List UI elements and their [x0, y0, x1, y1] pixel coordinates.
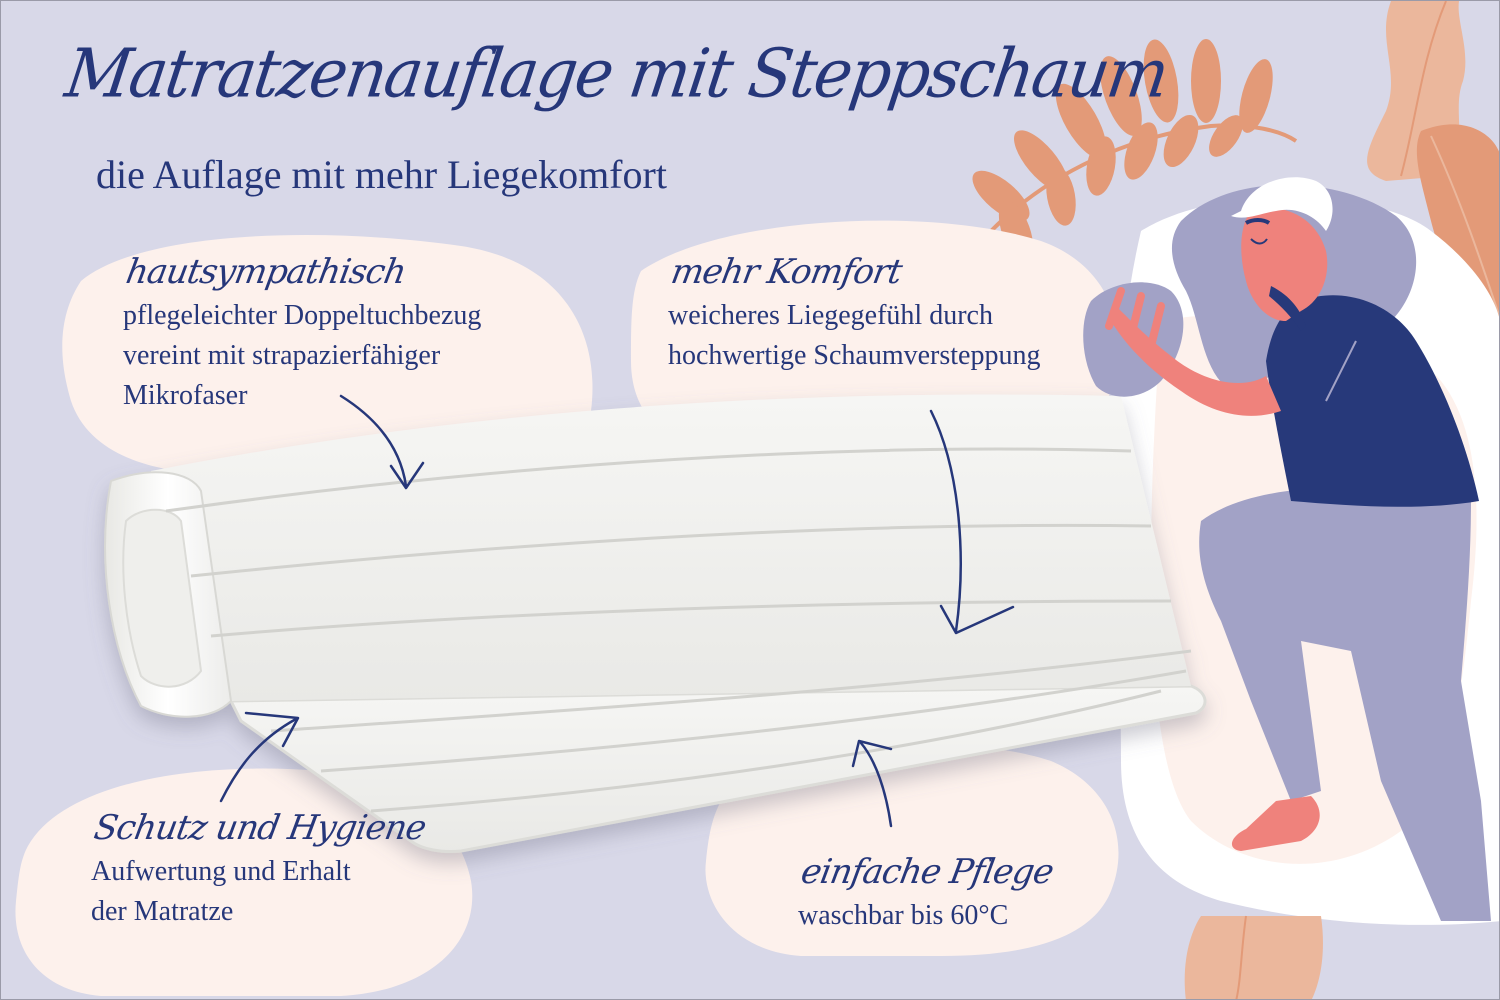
callout-mehr-komfort: mehr Komfort weicheres Liegegefühl durch…	[668, 252, 1041, 376]
callout-blob-mehr-komfort	[631, 220, 1119, 450]
callout-line: vereint mit strapazierfähiger	[123, 340, 441, 372]
arrowhead-icon	[939, 604, 1015, 635]
shirt-shape	[1266, 295, 1479, 507]
foot-shape	[1231, 796, 1320, 851]
callout-heading: einfache Pflege	[798, 852, 1057, 892]
callout-line: weicheres Liegegefühl durch	[668, 300, 993, 332]
arrowhead-icon	[389, 461, 425, 490]
arrowhead-icon	[851, 739, 893, 768]
callout-heading: mehr Komfort	[668, 252, 905, 292]
arrowhead-icon	[244, 711, 300, 748]
callout-hautsympathisch: hautsympathisch pflegeleichter Doppeltuc…	[123, 252, 482, 416]
shirt-fold-line	[1325, 340, 1357, 402]
callout-heading: hautsympathisch	[123, 252, 409, 292]
callout-heading: Schutz und Hygiene	[91, 808, 429, 848]
arm-shape	[1111, 306, 1281, 416]
arrow-icon	[859, 741, 893, 828]
page-subtitle: die Auflage mit mehr Liegekomfort	[96, 152, 667, 197]
hair-shape	[1231, 177, 1333, 231]
arrow-icon	[929, 409, 962, 633]
callout-line: Aufwertung und Erhalt	[91, 856, 351, 888]
callout-line: der Matratze	[91, 896, 234, 928]
eyebrow-shape	[1245, 218, 1271, 225]
callout-line: pflegeleichter Doppeltuchbezug	[123, 300, 482, 332]
leaf-branch-icon	[972, 39, 1298, 262]
pants-shape	[1199, 487, 1491, 921]
callout-blob-hautsympathisch	[62, 235, 593, 475]
closed-eye-shape	[1250, 238, 1268, 245]
arrow-icon	[339, 394, 408, 488]
callout-schutz-hygiene: Schutz und Hygiene Aufwertung und Erhalt…	[91, 808, 429, 932]
head-shape	[1241, 207, 1328, 321]
callout-einfache-pflege: einfache Pflege waschbar bis 60°C	[798, 852, 1056, 936]
callout-line: hochwertige Schaumversteppung	[668, 340, 1041, 372]
callout-blob-einfache-pflege	[705, 744, 1119, 956]
callout-line: Mikrofaser	[123, 380, 248, 412]
bottom-leaf-icon	[1184, 915, 1323, 999]
callout-blob-schutz-hygiene	[15, 768, 473, 996]
arrow-icon	[219, 717, 298, 803]
beard-shape	[1269, 286, 1306, 331]
callout-line: waschbar bis 60°C	[798, 900, 1009, 932]
page-title: Matratzenauflage mit Steppschaum	[60, 35, 1172, 114]
hand-shape	[1105, 287, 1165, 350]
